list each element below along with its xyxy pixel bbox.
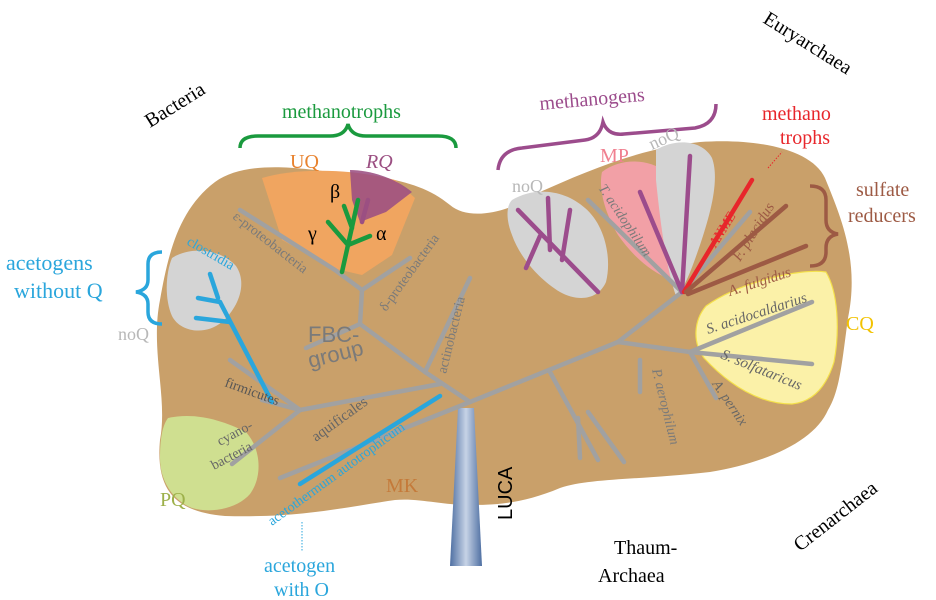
label-methanogens: methanogens [539,84,646,115]
label-crenarchaea: Crenarchaea [790,477,882,556]
label-gamma: γ [307,223,317,245]
label-noq-bacteria: noQ [118,324,149,344]
label-bacteria: Bacteria [141,78,209,132]
label-acetogen-o-line1: acetogen [264,555,335,577]
label-acetogens-line2: without Q [14,278,103,303]
label-mk: MK [386,475,419,497]
label-euryarchaea: Euryarchaea [759,8,856,80]
label-alpha: α [376,223,387,245]
label-uq: UQ [290,151,319,173]
label-thaum-line1: Thaum- [614,537,677,559]
label-acetogen-o-line2: with O [274,579,329,600]
label-methanotrophs: methanotrophs [282,101,401,123]
label-methano-trophs-line1: methano [762,103,831,125]
label-pq: PQ [160,489,186,511]
label-thaum-line2: Archaea [598,565,665,587]
label-cq: CQ [846,313,874,335]
label-noq-methanogen-left: noQ [512,176,543,196]
methanotrophs-brace [240,124,456,148]
label-rq: RQ [365,151,393,173]
label-luca: LUCA [495,466,517,520]
label-sulfate-line1: sulfate [856,179,909,201]
label-beta: β [330,181,340,203]
label-acetogens-line1: acetogens [6,250,93,275]
label-sulfate-line2: reducers [848,205,916,227]
label-mp: MP [600,145,629,167]
label-methano-trophs-line2: trophs [780,127,830,149]
